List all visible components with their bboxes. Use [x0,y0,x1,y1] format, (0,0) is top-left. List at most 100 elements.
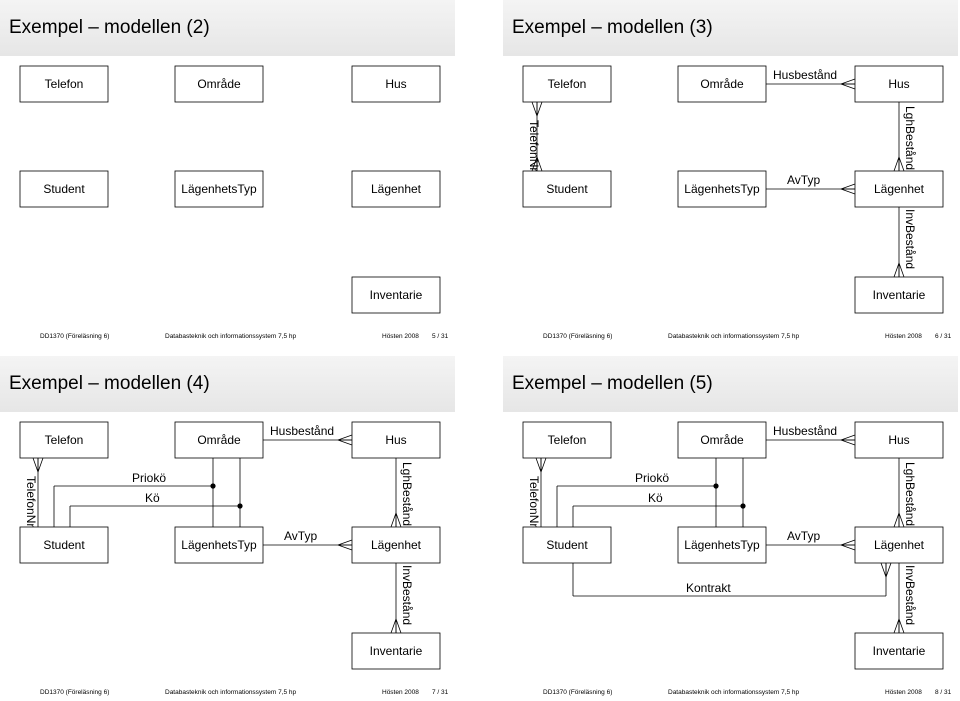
entity-label-lagenhetstyp: LägenhetsTyp [684,538,760,552]
entity-box [677,65,767,103]
entity-label-lagenhet: Lägenhet [371,182,422,196]
footer-term: Hösten 2008 [382,689,419,696]
slide-title: Exempel – modellen (3) [512,17,713,38]
entity-box [522,170,612,208]
footer-term: Hösten 2008 [885,333,922,340]
entity-box [854,632,944,670]
entity-box [19,526,109,564]
relation-label-avtyp: AvTyp [787,529,820,543]
entity-label-inventarie: Inventarie [873,644,926,658]
slide-title-bar: Exempel – modellen (2) [0,0,455,56]
slide-footer: DD1370 (Föreläsning 6) Databasteknik och… [0,330,455,344]
slide-footer: DD1370 (Föreläsning 6) Databasteknik och… [0,686,455,700]
entity-box [174,170,264,208]
entity-label-lagenhet: Lägenhet [874,182,925,196]
slide-title-bar: Exempel – modellen (4) [0,356,455,412]
er-diagram: TelefonNrHusbeståndAvTypLghBeståndInvBes… [19,421,441,670]
entity-label-telefon: Telefon [45,77,84,91]
slide-footer: DD1370 (Föreläsning 6) Databasteknik och… [503,686,958,700]
footer-course-name: Databasteknik och informationssystem 7,5… [165,689,297,696]
footer-page-number: 8 / 31 [935,689,952,696]
footer-course-code: DD1370 (Föreläsning 6) [40,333,110,340]
entity-box [19,170,109,208]
entity-box [174,421,264,459]
slide-title-bar: Exempel – modellen (5) [503,356,958,412]
crows-foot-icon [893,156,905,172]
entity-box [351,632,441,670]
slide-footer: DD1370 (Föreläsning 6) Databasteknik och… [503,330,958,344]
crows-foot-icon [390,512,402,528]
footer-course-code: DD1370 (Föreläsning 6) [543,333,613,340]
relation-label-ko: Kö [648,491,663,505]
footer-course-code: DD1370 (Föreläsning 6) [40,689,110,696]
entity-box [174,526,264,564]
footer-course-code: DD1370 (Föreläsning 6) [543,689,613,696]
relation-label-avtyp: AvTyp [787,173,820,187]
entity-label-hus: Hus [888,433,909,447]
slide-title: Exempel – modellen (2) [9,17,210,38]
entity-label-lagenhet: Lägenhet [874,538,925,552]
entity-box [854,526,944,564]
entity-label-inventarie: Inventarie [873,288,926,302]
relation-label-avtyp: AvTyp [284,529,317,543]
crows-foot-icon [880,562,892,578]
crows-foot-icon [337,539,353,551]
entity-label-student: Student [546,182,588,196]
footer-course-name: Databasteknik och informationssystem 7,5… [668,689,800,696]
er-diagram: TelefonNrHusbeståndAvTypLghBeståndInvBes… [522,65,944,314]
junction-dot [210,483,216,489]
crows-foot-icon [893,618,905,634]
footer-page-number: 7 / 31 [432,689,449,696]
crows-foot-icon [840,539,856,551]
entity-box [854,170,944,208]
entity-label-student: Student [43,182,85,196]
entity-label-omrade: Område [197,77,241,91]
entity-box [522,65,612,103]
entity-box [854,65,944,103]
crows-foot-icon [840,183,856,195]
entity-box [174,65,264,103]
entity-label-telefon: Telefon [45,433,84,447]
slide-title: Exempel – modellen (4) [9,373,210,394]
entity-box [522,421,612,459]
junction-dot [740,503,746,509]
entity-label-lagenhetstyp: LägenhetsTyp [181,182,257,196]
entity-box [351,170,441,208]
relation-label-lghbestand: LghBestånd [903,106,917,170]
crows-foot-icon [390,618,402,634]
entity-label-student: Student [546,538,588,552]
entity-box [854,276,944,314]
footer-course-name: Databasteknik och informationssystem 7,5… [668,333,800,340]
entity-box [351,276,441,314]
relation-label-lghbestand: LghBestånd [400,462,414,526]
entity-label-student: Student [43,538,85,552]
entity-label-telefon: Telefon [548,77,587,91]
crows-foot-icon [531,101,543,117]
entity-label-omrade: Område [700,77,744,91]
relation-label-husbestand: Husbestånd [270,424,334,438]
footer-term: Hösten 2008 [885,689,922,696]
entity-label-hus: Hus [888,77,909,91]
relation-label-husbestand: Husbestånd [773,68,837,82]
junction-dot [237,503,243,509]
relation-label-telefonnr: TelefonNr [24,476,38,527]
entity-label-inventarie: Inventarie [370,644,423,658]
relation-label-invbestand: InvBestånd [903,565,917,625]
entity-label-telefon: Telefon [548,433,587,447]
crows-foot-icon [893,262,905,278]
er-diagram: TelefonNrHusbeståndAvTypLghBeståndInvBes… [522,421,944,670]
relation-label-kontrakt: Kontrakt [686,581,731,595]
slide-title: Exempel – modellen (5) [512,373,713,394]
entity-label-omrade: Område [197,433,241,447]
entity-label-hus: Hus [385,433,406,447]
relation-label-prioko: Priokö [132,471,166,485]
footer-term: Hösten 2008 [382,333,419,340]
entity-label-lagenhet: Lägenhet [371,538,422,552]
relation-label-telefonnr: TelefonNr [527,120,541,171]
entity-box [677,170,767,208]
entity-box [351,65,441,103]
